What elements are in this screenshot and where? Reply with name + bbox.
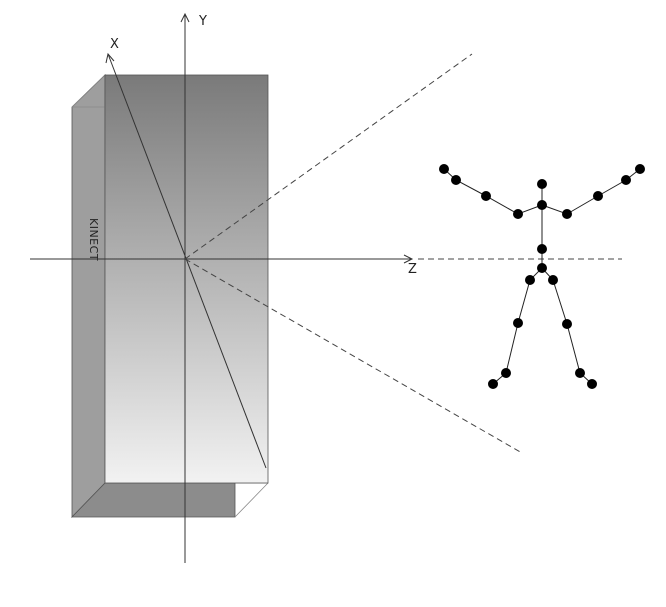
- fov-upper-line: [184, 53, 473, 260]
- y-axis-label: Y: [198, 14, 207, 29]
- left-ankle-joint: [501, 368, 511, 378]
- left-arm-bone: [443, 168, 543, 215]
- spine-joint: [537, 244, 547, 254]
- device-edge-bottom-right: [234, 482, 269, 518]
- x-axis-label: X: [110, 37, 119, 52]
- field-of-view: [184, 53, 622, 454]
- x-axis-arrowhead: [105, 52, 115, 64]
- neck-joint: [537, 200, 547, 210]
- left-shoulder-joint: [513, 209, 523, 219]
- right-foot-joint: [587, 379, 597, 389]
- kinect-device: KINECT: [71, 74, 269, 518]
- device-side-panel: [71, 74, 106, 518]
- device-label: KINECT: [87, 218, 100, 261]
- device-front-face: [104, 74, 269, 484]
- left-hand-joint: [439, 164, 449, 174]
- left-foot-joint: [488, 379, 498, 389]
- z-axis-label: Z: [408, 262, 417, 277]
- right-ankle-joint: [575, 368, 585, 378]
- left-elbow-joint: [481, 191, 491, 201]
- left-hip-joint: [525, 275, 535, 285]
- right-elbow-joint: [593, 191, 603, 201]
- fov-lower-line: [184, 258, 523, 454]
- head-joint: [537, 179, 547, 189]
- y-axis-arrowhead: [180, 12, 190, 23]
- axes: [30, 12, 414, 563]
- skeleton-joints: [439, 164, 645, 389]
- right-shoulder-joint: [562, 209, 572, 219]
- right-wrist-joint: [621, 175, 631, 185]
- right-hip-joint: [548, 275, 558, 285]
- skeleton: [439, 164, 645, 389]
- right-knee-joint: [562, 319, 572, 329]
- right-hand-joint: [635, 164, 645, 174]
- left-knee-joint: [513, 318, 523, 328]
- z-axis-arrowhead: [403, 254, 414, 264]
- hip-center-joint: [537, 263, 547, 273]
- left-wrist-joint: [451, 175, 461, 185]
- device-edge-top-left: [71, 74, 106, 108]
- x-axis-line: [107, 53, 267, 469]
